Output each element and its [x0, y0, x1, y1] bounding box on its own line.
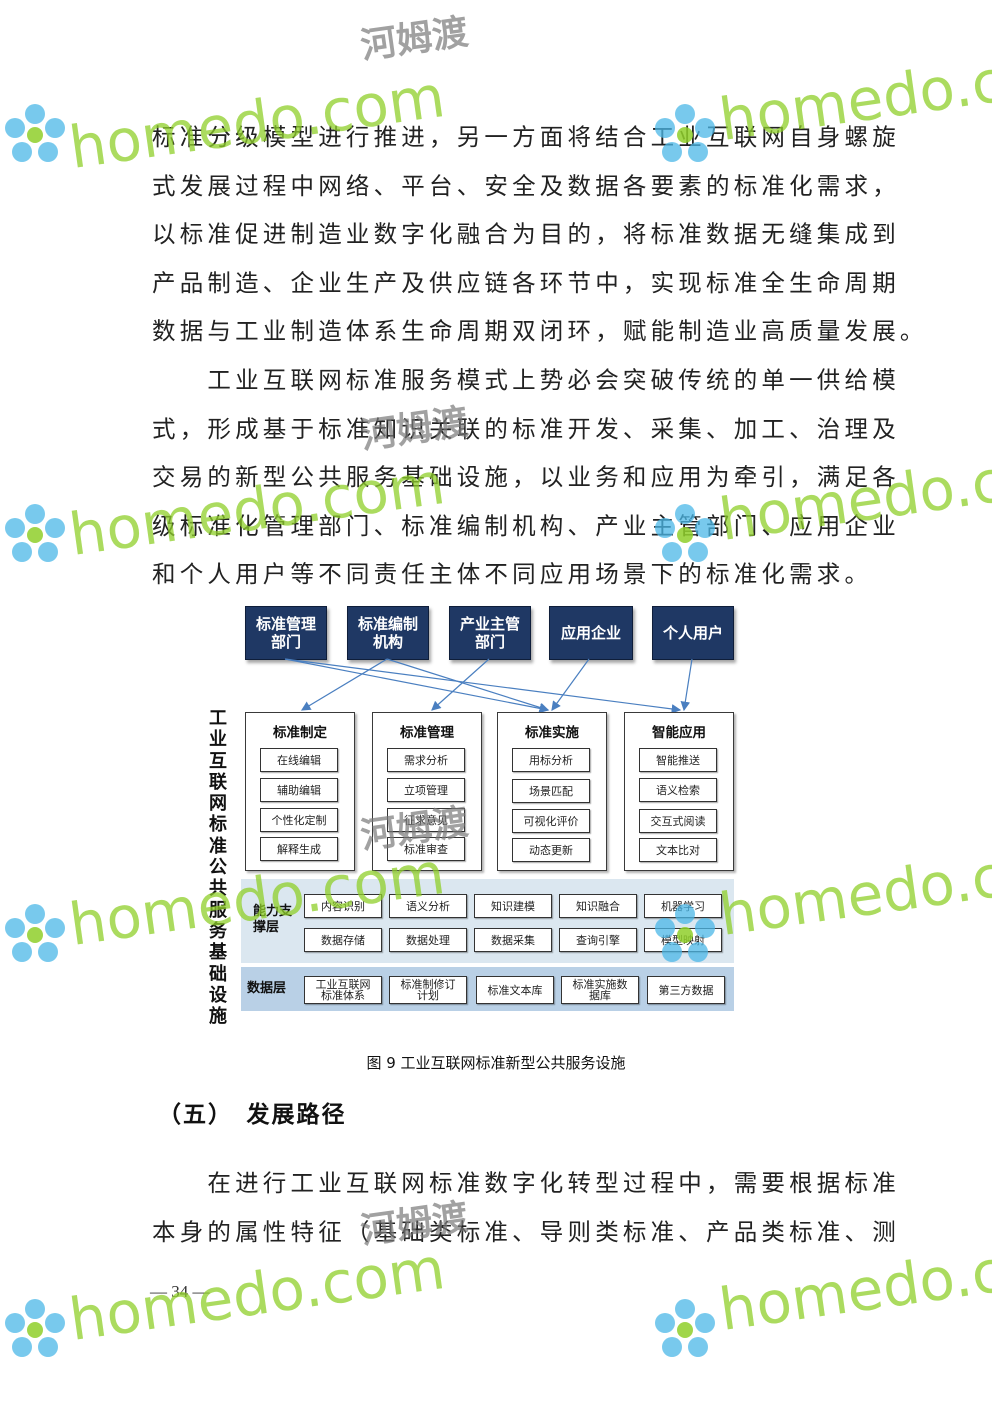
text-line: 本身的属性特征（基础类标准、导则类标准、产品类标准、测 — [152, 1217, 900, 1246]
layer-label: 能力支 撑层 — [253, 904, 293, 935]
paragraph-3: 在进行工业互联网标准数字化转型过程中，需要根据标准 本身的属性特征（基础类标准、… — [152, 1159, 900, 1256]
text-line: 和个人用户等不同责任主体不同应用场景下的标准化需求。 — [152, 560, 873, 589]
function-item: 标准审查 — [387, 837, 465, 861]
data-layer: 数据层 工业互联网 标准体系 标准制修订 计划 标准文本库 标准实施数 据库 第… — [241, 967, 734, 1011]
column-title: 标准实施 — [525, 725, 579, 741]
text-line: 式，形成基于标准知识关联的标准开发、采集、加工、治理及 — [152, 414, 900, 443]
arrow-line — [386, 658, 550, 713]
function-item: 文本比对 — [639, 838, 717, 862]
function-item: 动态更新 — [512, 838, 590, 862]
capability-item: 数据采集 — [474, 928, 552, 952]
capability-item: 数据处理 — [389, 928, 467, 952]
text-line: 式发展过程中网络、平台、安全及数据各要素的标准化需求， — [152, 171, 900, 200]
function-column: 标准制定 在线编辑 辅助编辑 个性化定制 解释生成 — [245, 712, 355, 871]
function-column: 标准管理 需求分析 立项管理 征求意见 标准审查 — [372, 712, 482, 871]
stakeholder-box: 产业主管 部门 — [449, 606, 531, 660]
paragraph-2: 工业互联网标准服务模式上势必会突破传统的单一供给模 式，形成基于标准知识关联的标… — [152, 356, 900, 599]
column-title: 标准管理 — [400, 725, 454, 741]
capability-item: 知识融合 — [559, 894, 637, 918]
text-line: 产品制造、企业生产及供应链各环节中，实现标准全生命周期 — [152, 268, 900, 297]
capability-item: 数据存储 — [304, 928, 382, 952]
function-column: 智能应用 智能推送 语义检索 交互式阅读 文本比对 — [624, 712, 734, 871]
text-line: 标准分级模型进行推进，另一方面将结合工业互联网自身螺旋 — [152, 123, 900, 151]
text-line: 级标准化管理部门、标准编制机构、产业主管部门、应用企业 — [152, 511, 900, 540]
arrow-line — [284, 658, 682, 714]
data-item: 工业互联网 标准体系 — [304, 976, 382, 1004]
text-line: 在进行工业互联网标准数字化转型过程中，需要根据标准 — [152, 1169, 900, 1197]
data-item: 标准实施数 据库 — [561, 976, 639, 1004]
arrow-line — [680, 658, 693, 712]
arrow-line — [431, 658, 490, 711]
arrow-line — [284, 658, 550, 714]
function-item: 可视化评价 — [512, 809, 590, 833]
function-item: 智能推送 — [639, 748, 717, 772]
capability-item: 语义分析 — [389, 894, 467, 918]
arrow-line — [300, 658, 388, 711]
capability-item: 内容识别 — [304, 894, 382, 918]
stakeholder-box: 应用企业 — [549, 606, 633, 660]
section-heading: （五） 发展路径 — [158, 1101, 347, 1128]
function-item: 个性化定制 — [260, 808, 338, 832]
paragraph-1: 标准分级模型进行推进，另一方面将结合工业互联网自身螺旋 式发展过程中网络、平台、… — [152, 113, 928, 356]
capability-item: 模型映射 — [644, 928, 722, 952]
function-item: 用标分析 — [512, 748, 590, 772]
stakeholder-box: 标准编制 机构 — [347, 606, 429, 660]
text-line: 以标准促进制造业数字化融合为目的，将标准数据无缝集成到 — [152, 220, 900, 249]
capability-item: 机器学习 — [644, 894, 722, 918]
arrow-line — [551, 658, 590, 711]
capability-item: 知识建模 — [474, 894, 552, 918]
capability-layer: 能力支 撑层 内容识别 语义分析 知识建模 知识融合 机器学习 数据存储 数据处… — [241, 879, 734, 963]
stakeholder-box: 标准管理 部门 — [245, 606, 327, 660]
text-line: 交易的新型公共服务基础设施，以业务和应用为牵引，满足各 — [152, 463, 900, 492]
function-item: 立项管理 — [387, 778, 465, 802]
vertical-title: 工业互联网标准公共服务基础设施 — [209, 708, 227, 1028]
stakeholder-box: 个人用户 — [652, 606, 734, 660]
function-item: 辅助编辑 — [260, 778, 338, 802]
data-item: 标准文本库 — [476, 976, 554, 1004]
text-line: 工业互联网标准服务模式上势必会突破传统的单一供给模 — [152, 366, 900, 394]
page-number: — 34 — — [150, 1282, 210, 1301]
function-item: 解释生成 — [260, 837, 338, 861]
column-title: 智能应用 — [652, 725, 706, 741]
function-item: 交互式阅读 — [639, 809, 717, 833]
column-title: 标准制定 — [273, 725, 327, 741]
text-line: 数据与工业制造体系生命周期双闭环，赋能制造业高质量发展。 — [152, 317, 928, 346]
function-item: 在线编辑 — [260, 748, 338, 772]
function-item: 需求分析 — [387, 748, 465, 772]
layer-label: 数据层 — [247, 981, 287, 996]
function-item: 语义检索 — [639, 778, 717, 802]
capability-item: 查询引擎 — [559, 928, 637, 952]
data-item: 标准制修订 计划 — [389, 976, 467, 1004]
data-item: 第三方数据 — [647, 976, 725, 1004]
function-column: 标准实施 用标分析 场景匹配 可视化评价 动态更新 — [497, 712, 607, 871]
function-item: 征求意见 — [387, 808, 465, 832]
function-item: 场景匹配 — [512, 779, 590, 803]
figure-caption: 图 9 工业互联网标准新型公共服务设施 — [366, 1054, 626, 1072]
